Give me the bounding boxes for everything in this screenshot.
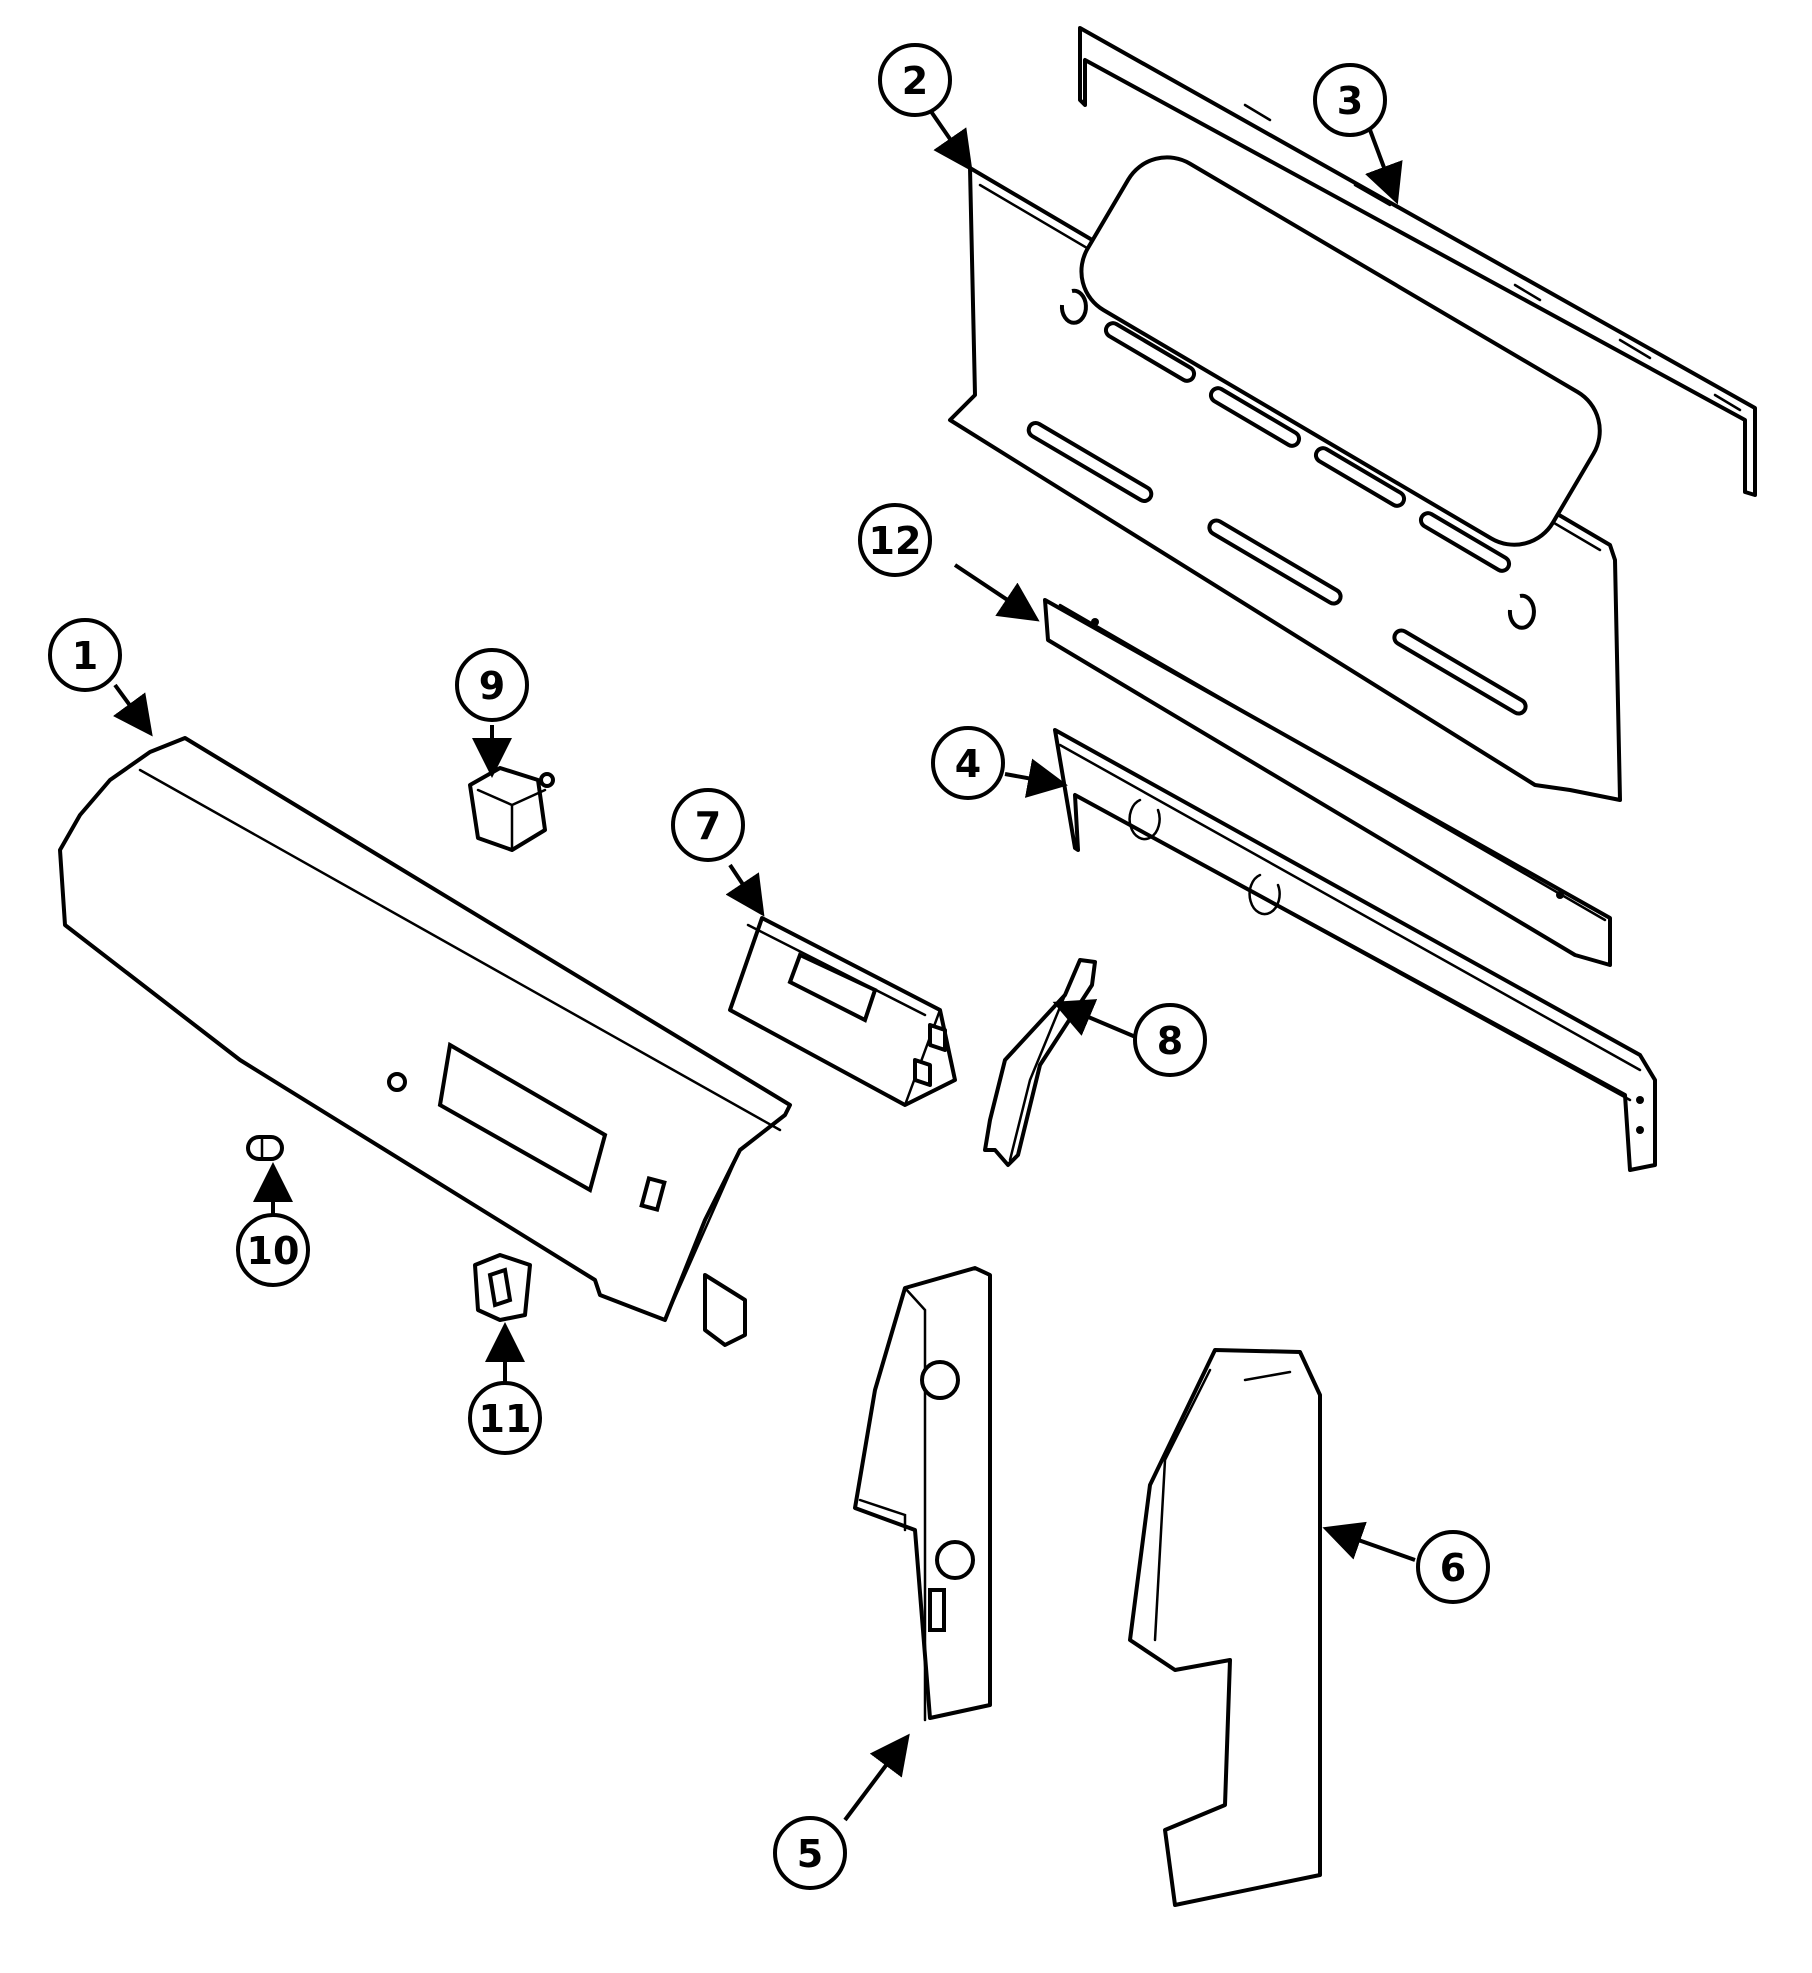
part-5-end-cap-left bbox=[853, 1266, 992, 1722]
callout-9-label: 9 bbox=[479, 664, 505, 708]
callout-6-label: 6 bbox=[1440, 1546, 1466, 1590]
callout-8-label: 8 bbox=[1157, 1019, 1183, 1063]
part-9-switch bbox=[468, 766, 555, 852]
callout-1-label: 1 bbox=[72, 634, 98, 678]
callout-7-label: 7 bbox=[695, 804, 721, 848]
callout-7: 7 bbox=[671, 788, 745, 862]
callout-10-label: 10 bbox=[247, 1229, 300, 1273]
callout-3: 3 bbox=[1313, 63, 1387, 137]
part-11-rocker-switch bbox=[473, 1253, 532, 1322]
part-10-knob bbox=[246, 1135, 284, 1161]
part-12-rail bbox=[1043, 598, 1612, 967]
callout-3-label: 3 bbox=[1337, 79, 1363, 123]
callout-5-label: 5 bbox=[797, 1832, 823, 1876]
part-4-support-channel bbox=[1053, 728, 1657, 1172]
callout-2: 2 bbox=[878, 43, 952, 117]
callout-6: 6 bbox=[1416, 1530, 1490, 1604]
part-8-bracket bbox=[983, 958, 1097, 1167]
callout-12-label: 12 bbox=[869, 519, 922, 563]
callout-4: 4 bbox=[931, 726, 1005, 800]
callout-10: 10 bbox=[236, 1213, 310, 1287]
part-1-control-panel bbox=[58, 736, 792, 1347]
callout-1: 1 bbox=[48, 618, 122, 692]
callout-11-label: 11 bbox=[479, 1397, 532, 1441]
leader-lines bbox=[112, 108, 1416, 1822]
part-6-end-cover-right bbox=[1128, 1348, 1322, 1907]
callout-12: 12 bbox=[858, 503, 932, 577]
callout-5: 5 bbox=[773, 1816, 847, 1890]
part-7-control-module bbox=[728, 916, 957, 1107]
callout-8: 8 bbox=[1133, 1003, 1207, 1077]
callout-9: 9 bbox=[455, 648, 529, 722]
callout-11: 11 bbox=[468, 1381, 542, 1455]
part-2-backguard-panel bbox=[948, 155, 1622, 802]
callout-4-label: 4 bbox=[955, 742, 981, 786]
callout-2-label: 2 bbox=[902, 59, 928, 103]
